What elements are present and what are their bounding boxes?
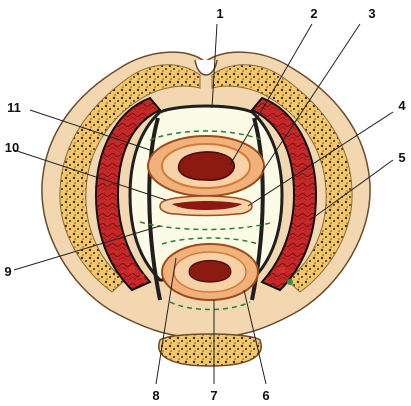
label-9: 9	[4, 264, 11, 279]
vessel-left-1	[129, 267, 136, 274]
label-3: 3	[368, 6, 375, 21]
bottom-skin-flap	[159, 334, 261, 366]
label-2: 2	[310, 6, 317, 21]
label-6: 6	[262, 388, 269, 403]
label-5: 5	[398, 150, 405, 165]
lower-organ-lumen	[189, 261, 231, 283]
label-10: 10	[5, 140, 19, 155]
label-4: 4	[398, 98, 406, 113]
label-11: 11	[7, 100, 21, 115]
label-1: 1	[216, 6, 223, 21]
vessel-right-2	[287, 279, 293, 285]
vessel-right-1	[279, 267, 286, 274]
label-7: 7	[210, 388, 217, 403]
upper-organ-lumen	[179, 152, 235, 180]
vessel-left-2	[140, 274, 145, 279]
label-8: 8	[152, 388, 159, 403]
